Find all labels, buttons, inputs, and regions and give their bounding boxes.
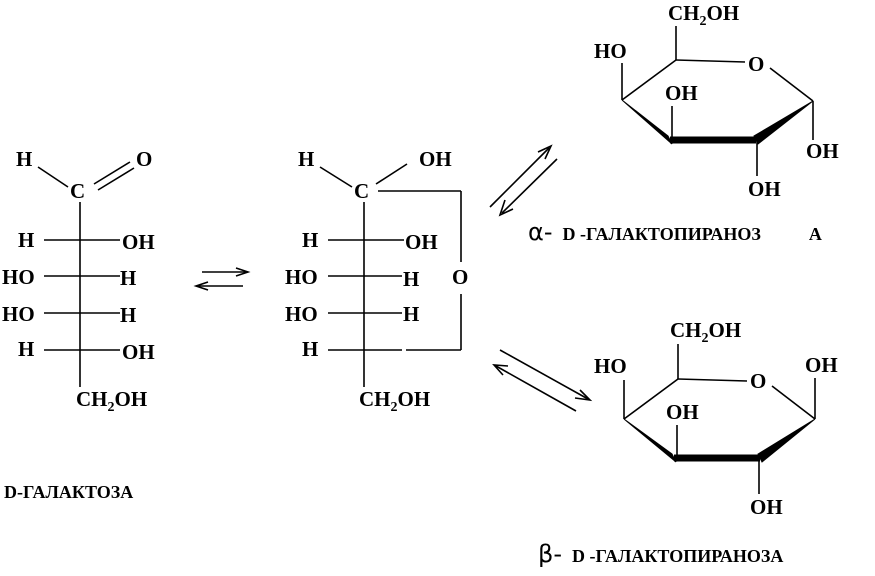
ring-c6-ch2oh-label: CH2OH (359, 387, 430, 415)
ring-oxygen-label: O (452, 265, 468, 289)
beta-caption: β-D -ГАЛАКТОПИРАНОЗА (538, 540, 783, 568)
galactose-caption: D-ГАЛАКТОЗА (4, 482, 133, 502)
alpha-c3-oh-label: OH (665, 81, 698, 105)
beta-galactopyranose: CH2OH O HO OH OH OH β-D -ГАЛАКТОПИРАНОЗА (538, 318, 838, 568)
c2-oh-label: OH (122, 230, 155, 254)
beta-c5-o-bond (677, 378, 748, 382)
ring-c1-label: C (354, 179, 369, 203)
fischer-ring-form: H OH C O H OH HO H HO H H CH2OH (285, 147, 468, 415)
bond-c1-o-a (93, 161, 131, 185)
aldehyde-o-label: O (136, 147, 152, 171)
c5-oh-label: OH (122, 340, 155, 364)
alpha-c5-o-bond (675, 59, 746, 63)
c5-h-label: H (18, 337, 34, 361)
alpha-ch2oh-label: CH2OH (668, 1, 739, 29)
beta-ch2oh-label: CH2OH (670, 318, 741, 346)
bond-c1-o-b (97, 167, 135, 191)
arrowhead-back-1 (193, 281, 209, 291)
arrow-to-alpha (489, 147, 550, 208)
arrow-from-beta (495, 365, 577, 412)
beta-ring-o-label: O (750, 369, 766, 393)
alpha-c5-c4-bond (621, 59, 677, 101)
ring-c4-h-label: H (403, 302, 419, 326)
c4-h-label: H (120, 303, 136, 327)
alpha-c2-oh-label: OH (748, 177, 781, 201)
ring-bond-h-c1 (319, 166, 353, 188)
arrowhead-to-beta (574, 389, 593, 402)
equilibrium-arrows-1 (193, 267, 251, 291)
arrowhead-to-alpha (537, 144, 553, 160)
c3-h-label: H (120, 266, 136, 290)
beta-c1-oh-label: OH (805, 353, 838, 377)
equilibrium-arrows-alpha (489, 144, 558, 217)
alpha-c4-c3-wedge (621, 99, 673, 145)
alpha-c2-c1-wedge (753, 100, 814, 145)
arrow-to-beta (499, 349, 589, 400)
beta-c4-c3-wedge (623, 418, 677, 463)
equilibrium-arrows-beta (492, 349, 593, 412)
alpha-o-c1-bond (769, 67, 814, 102)
c4-ho-label: HO (2, 302, 35, 326)
arrow-from-alpha (501, 158, 558, 214)
c1-label: C (70, 179, 85, 203)
open-chain-galactose: H O C H OH HO H HO H H OH CH2OH D-ГАЛАКТ… (2, 147, 155, 502)
beta-o-c1-bond (771, 385, 816, 420)
c2-h-label: H (18, 228, 34, 252)
ring-c3-ho-label: HO (285, 265, 318, 289)
beta-c4-ho-label: HO (594, 354, 627, 378)
aldehyde-h-label: H (16, 147, 32, 171)
beta-c3-oh-label: OH (666, 400, 699, 424)
ring-c4-ho-label: HO (285, 302, 318, 326)
alpha-ring-o-label: O (748, 52, 764, 76)
arrowhead-from-beta (492, 364, 509, 376)
bond-h-c1 (37, 166, 69, 188)
arrowhead-from-alpha (498, 199, 514, 217)
ring-c1-h-label: H (298, 147, 314, 171)
beta-c2-oh-label: OH (750, 495, 783, 519)
ring-bond-c1-oh (375, 163, 408, 185)
c3-ho-label: HO (2, 265, 35, 289)
ring-c3-h-label: H (403, 267, 419, 291)
alpha-c4-ho-label: HO (594, 39, 627, 63)
arrowhead-forward-1 (235, 267, 251, 277)
ring-c2-h-label: H (302, 228, 318, 252)
beta-c5-c4-bond (623, 378, 679, 420)
ring-c1-oh-label: OH (419, 147, 452, 171)
c6-ch2oh-label: CH2OH (76, 387, 147, 415)
alpha-c1-oh-label: OH (806, 139, 839, 163)
ring-c5-h-label: H (302, 337, 318, 361)
ring-c2-oh-label: OH (405, 230, 438, 254)
beta-c2-c1-wedge (757, 418, 816, 463)
